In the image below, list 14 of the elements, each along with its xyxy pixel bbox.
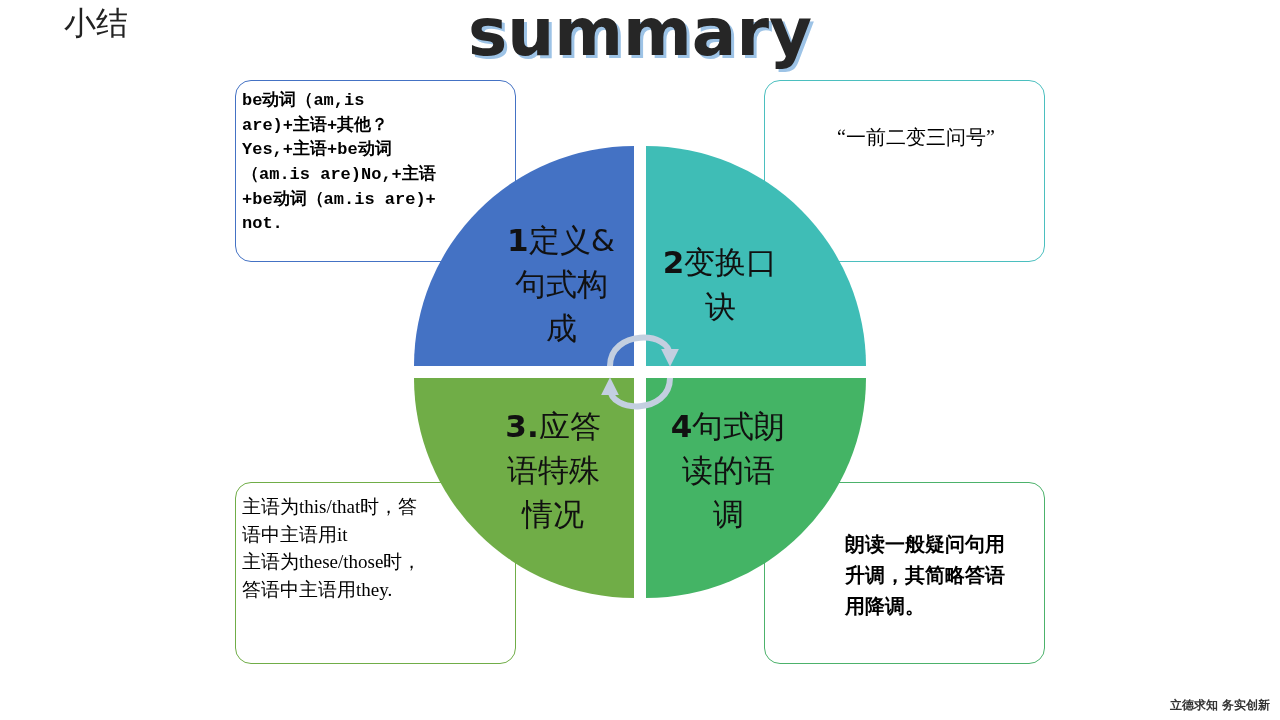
quadrant-label: 2变换口诀 (662, 243, 778, 326)
quadrant-label: 3.应答语特殊情况 (504, 407, 602, 535)
quadrant-label: 1定义&句式构成 (506, 221, 616, 349)
note-text: 主语为this/that时，答语中主语用it (242, 495, 419, 547)
curved-arrow (607, 334, 678, 367)
note-text: 主语为these/those时，答语中主语用they. (242, 550, 422, 602)
motto-text: 立德求知 务实创新 (1169, 697, 1270, 714)
curved-arrow (602, 377, 673, 410)
title: summary (468, 0, 812, 71)
quadrant-label: 4句式朗读的语调 (670, 407, 786, 535)
section-heading: 小结 (64, 3, 128, 44)
note-text: be动词（am,is are)+主语+其他？Yes,+主语+be动词（am.is are)No,+主语+be动词（am.is are)+ not. (242, 90, 437, 236)
note-text: “一前二变三问号” (837, 125, 996, 150)
note-text: 朗读一般疑问句用升调，其简略答语用降调。 (845, 532, 1006, 619)
